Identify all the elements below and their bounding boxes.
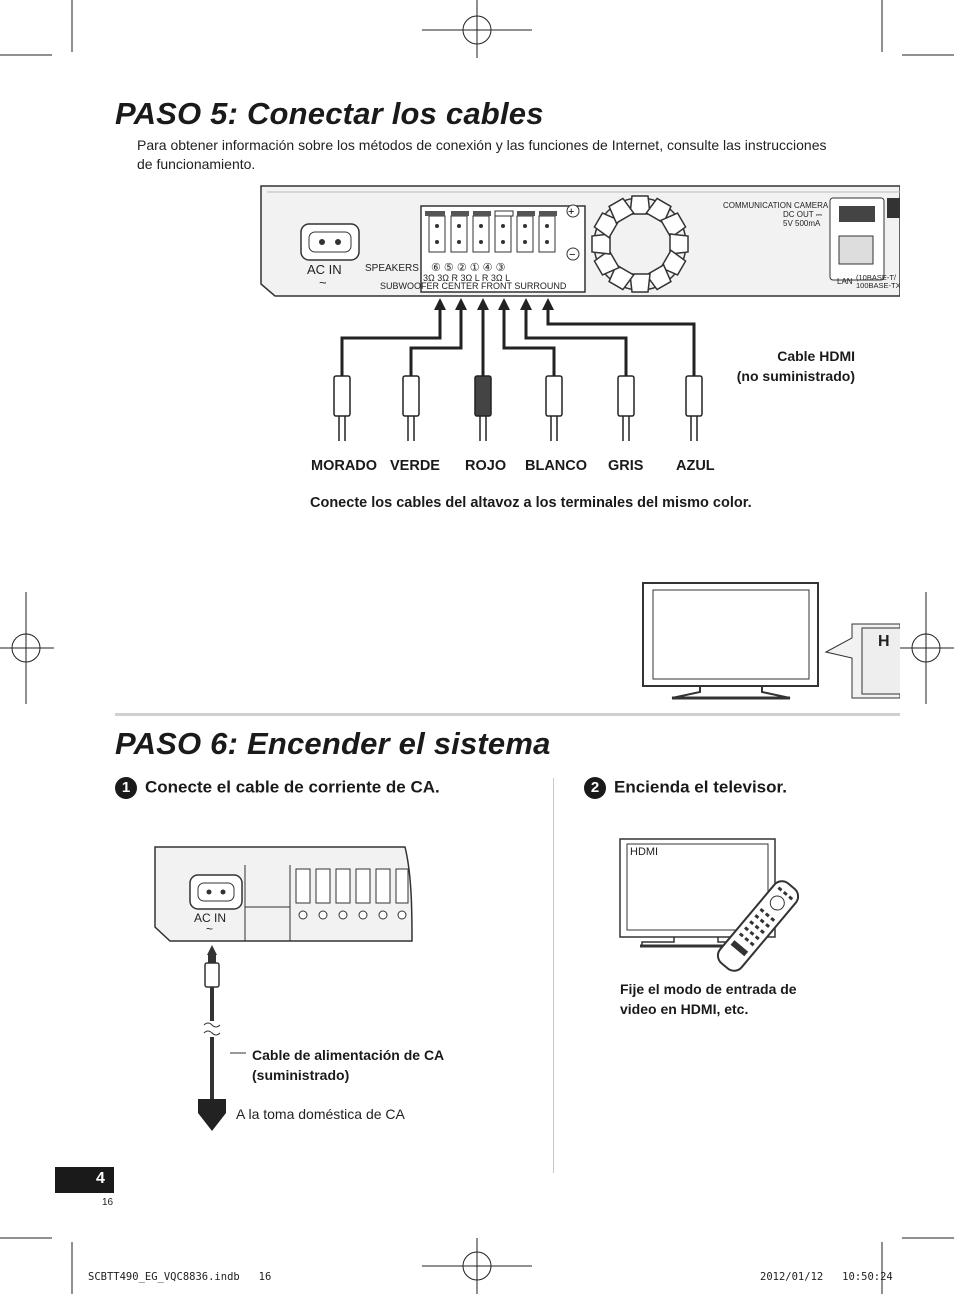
svg-text:3Ω 3Ω R 3Ω L R 3Ω L: 3Ω 3Ω R 3Ω L R 3Ω L: [423, 273, 510, 283]
tv-hdmi-diagram: H: [642, 582, 900, 700]
terminal-numbers: ⑥ ⑤ ② ① ④ ③: [431, 262, 506, 274]
svg-text:COMMUNICATION CAMERA: COMMUNICATION CAMERA: [723, 201, 829, 210]
ac-in-label: AC IN: [307, 262, 342, 277]
cable-hdmi-label: Cable HDMI (no suministrado): [736, 348, 855, 384]
svg-text:H: H: [878, 633, 890, 650]
color-label-gris: GRIS: [608, 458, 644, 474]
outlet-label: A la toma doméstica de CA: [236, 1106, 405, 1122]
svg-text:LAN: LAN: [837, 277, 853, 286]
footer-date: 2012/01/12 10:50:24: [760, 1271, 893, 1283]
color-label-blanco: BLANCO: [525, 458, 588, 474]
svg-text:~: ~: [206, 922, 213, 936]
svg-text:SUBWOOFER CENTER FRONT SURROUN: SUBWOOFER CENTER FRONT SURROUND: [380, 281, 567, 291]
color-label-azul: AZUL: [676, 458, 715, 474]
page-number-tab: [55, 1167, 114, 1193]
tv-input-note: Fije el modo de entrada de video en HDMI…: [620, 981, 797, 1017]
svg-text:−: −: [569, 249, 575, 261]
page-number: 4: [96, 1170, 105, 1187]
svg-text:DC OUT ⎓: DC OUT ⎓: [783, 210, 823, 219]
svg-text:(10BASE-T/: (10BASE-T/: [856, 273, 897, 282]
paso5-title: PASO 5: Conectar los cables: [115, 96, 544, 131]
ac-in-label-small: AC IN: [194, 911, 226, 925]
svg-text:~: ~: [319, 275, 327, 290]
tv-hdmi-label: HDMI: [630, 846, 659, 858]
svg-text:100BASE-TX: 100BASE-TX: [856, 281, 900, 290]
color-label-rojo: ROJO: [465, 458, 507, 474]
sub-page-number: 16: [102, 1197, 114, 1208]
speaker-cables: [333, 298, 703, 441]
paso6-title: PASO 6: Encender el sistema: [115, 726, 551, 761]
speakers-label: SPEAKERS: [365, 263, 419, 274]
speaker-color-note: Conecte los cables del altavoz a los ter…: [310, 495, 752, 511]
color-label-morado: MORADO: [311, 458, 378, 474]
section-divider: [115, 713, 900, 716]
ac-cord-diagram: AC IN ~: [154, 846, 413, 1131]
svg-text:+: +: [568, 206, 574, 218]
ac-cable-label: Cable de alimentación de CA (suministrad…: [252, 1047, 445, 1083]
footer-filename: SCBTT490_EG_VQC8836.indb 16: [88, 1271, 272, 1283]
column-divider: [553, 778, 554, 1173]
step1-number: 1: [115, 777, 137, 799]
rear-panel-diagram: AC IN ~ SPEAKERS ⑥ ⑤ ② ① ④ ③ 3Ω 3Ω R 3Ω …: [260, 185, 900, 297]
tv-remote-diagram: [619, 838, 800, 972]
svg-text:5V 500mA: 5V 500mA: [783, 219, 821, 228]
paso5-intro: Para obtener información sobre los métod…: [137, 137, 827, 172]
color-label-verde: VERDE: [390, 458, 440, 474]
step2-number: 2: [584, 777, 606, 799]
